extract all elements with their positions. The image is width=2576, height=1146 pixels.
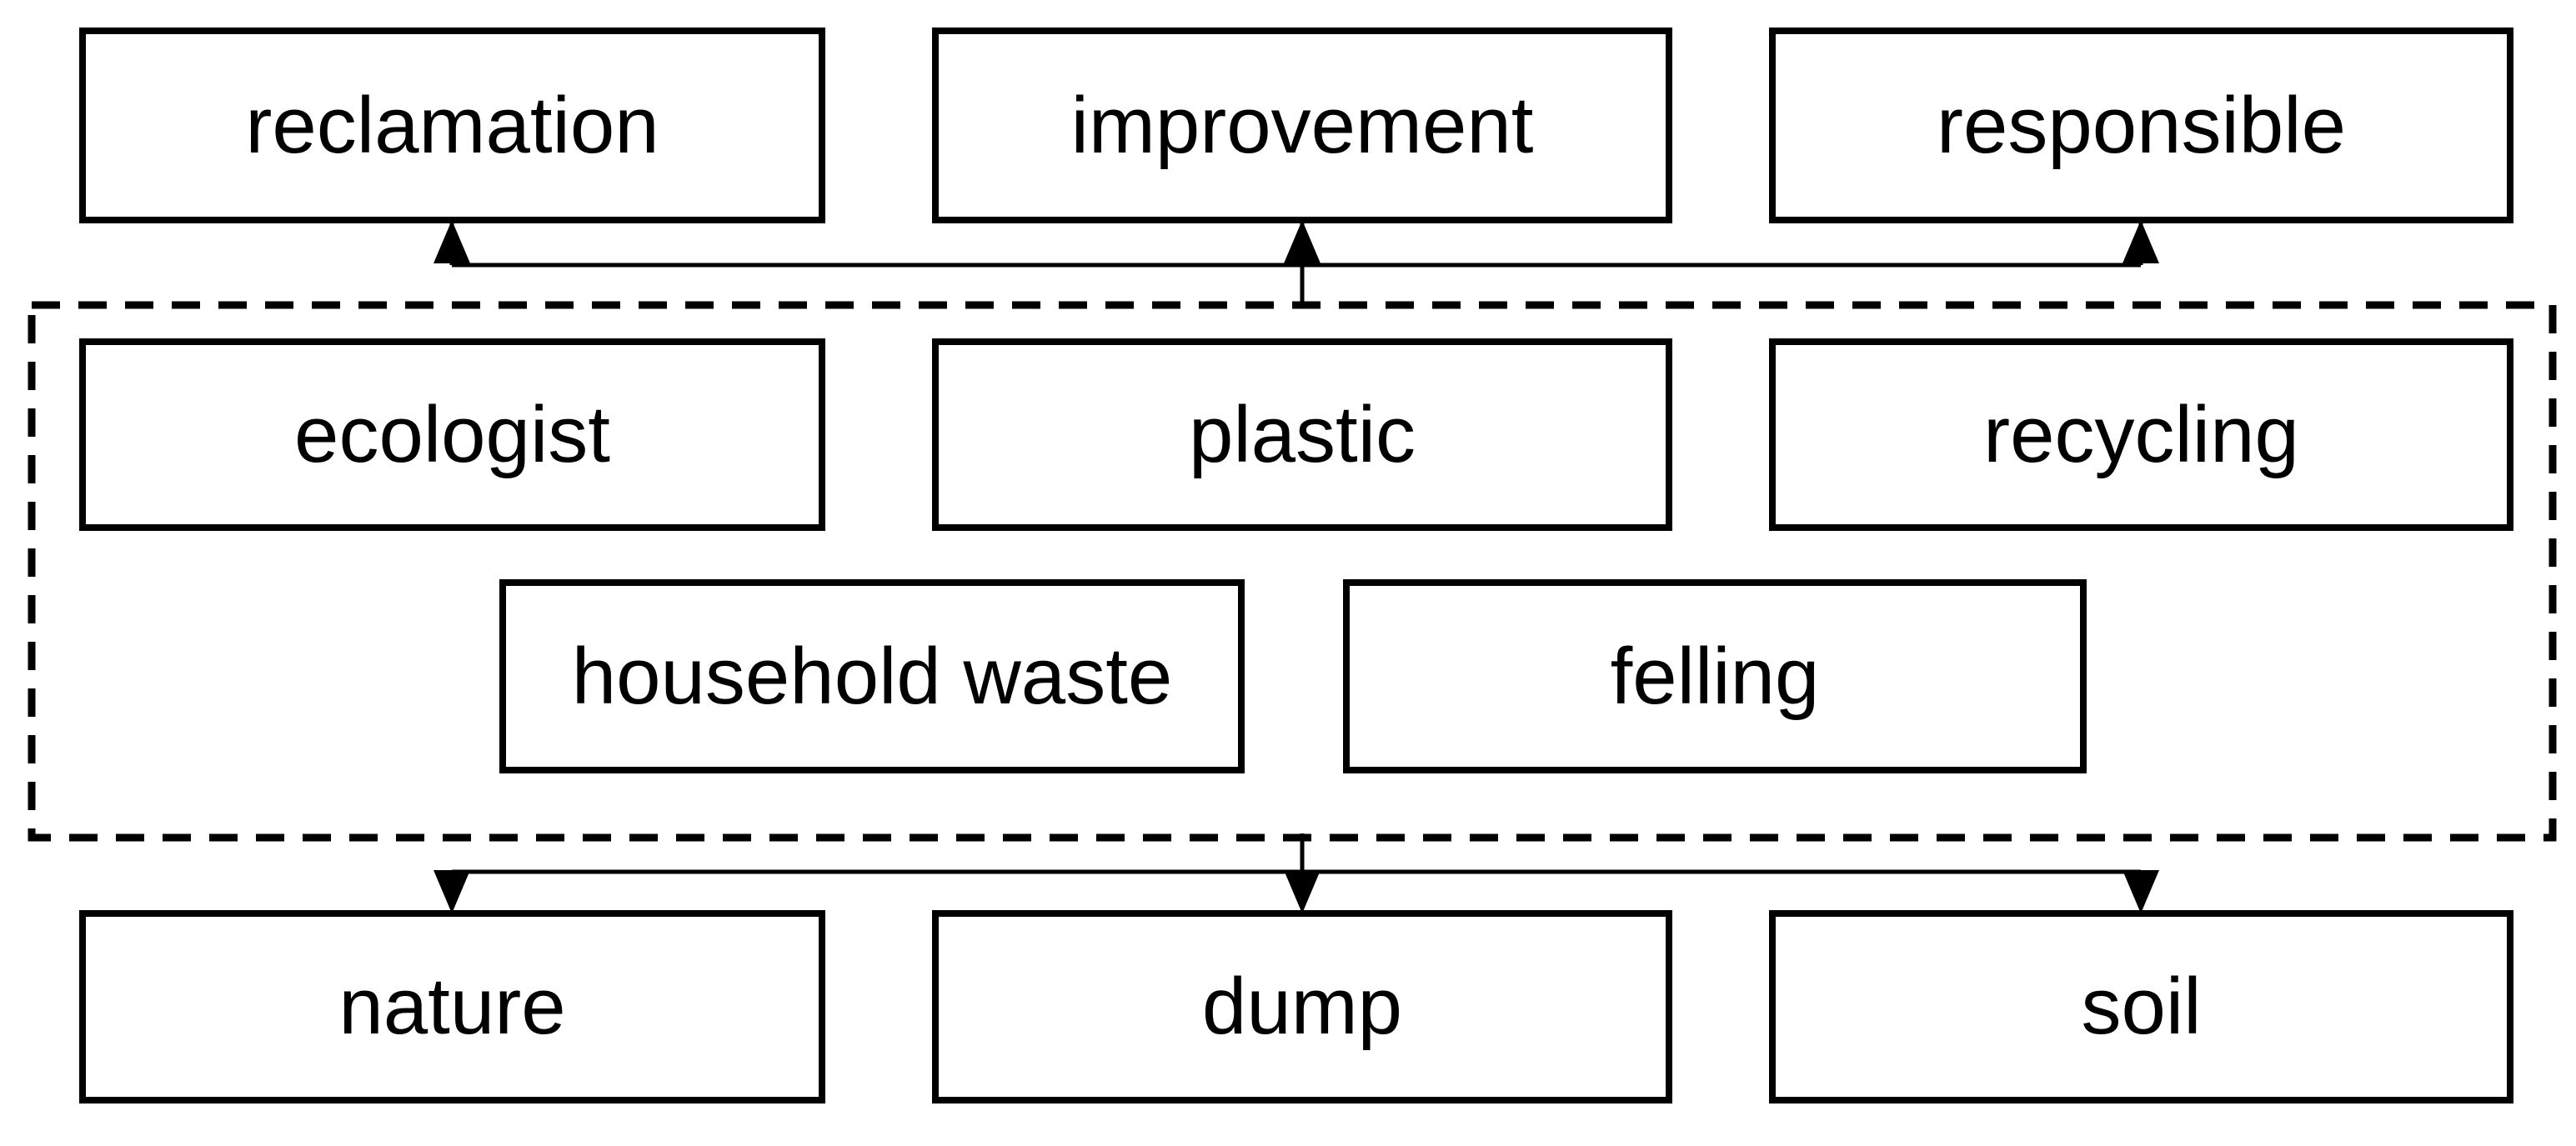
- box-nature-label: nature: [338, 962, 566, 1051]
- box-soil-label: soil: [2081, 962, 2202, 1051]
- box-ecologist-label: ecologist: [294, 389, 610, 479]
- box-plastic-label: plastic: [1188, 389, 1416, 479]
- arrow-down-dump-icon: [1284, 870, 1321, 913]
- box-recycling-label: recycling: [1983, 389, 2299, 479]
- box-soil: soil: [1769, 910, 2513, 1103]
- box-ecologist: ecologist: [79, 338, 825, 531]
- box-felling-label: felling: [1610, 631, 1820, 721]
- box-reclamation: reclamation: [79, 28, 825, 223]
- box-felling: felling: [1343, 579, 2087, 773]
- box-household-waste: household waste: [499, 579, 1245, 773]
- box-improvement: improvement: [932, 28, 1672, 223]
- box-plastic: plastic: [932, 338, 1672, 531]
- arrow-down-soil-icon: [2122, 870, 2159, 913]
- arrow-up-responsible-icon: [2122, 220, 2159, 263]
- box-recycling: recycling: [1769, 338, 2513, 531]
- arrow-down-nature-icon: [434, 870, 470, 913]
- box-improvement-label: improvement: [1070, 80, 1534, 170]
- box-responsible-label: responsible: [1937, 80, 2346, 170]
- box-nature: nature: [79, 910, 825, 1103]
- box-reclamation-label: reclamation: [245, 80, 659, 170]
- dashed-group-border: [28, 301, 2557, 842]
- arrow-up-reclamation-icon: [434, 220, 470, 263]
- box-dump: dump: [932, 910, 1672, 1103]
- box-household-waste-label: household waste: [571, 631, 1173, 721]
- box-responsible: responsible: [1769, 28, 2513, 223]
- arrow-up-improvement-icon: [1284, 220, 1321, 263]
- box-dump-label: dump: [1201, 962, 1403, 1051]
